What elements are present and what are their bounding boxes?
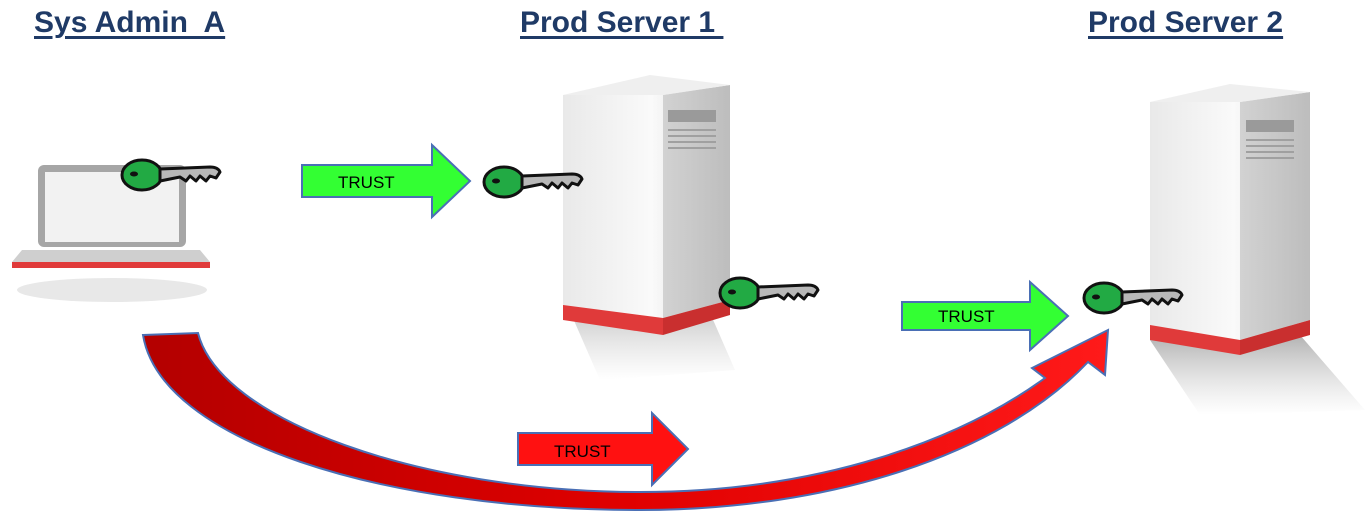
trust-arrow-admin-to-server1: TRUST bbox=[301, 142, 472, 220]
server-2-icon bbox=[1150, 84, 1365, 415]
trust-arrow-server1-to-server2: TRUST bbox=[901, 279, 1070, 353]
key-icon-server1-out bbox=[718, 276, 820, 310]
curved-trust-arrow bbox=[141, 328, 1110, 512]
prod-server-1-title: Prod Server 1 bbox=[520, 6, 724, 39]
trust-label-1: TRUST bbox=[338, 173, 395, 192]
laptop-icon bbox=[12, 165, 210, 302]
trust-label-2: TRUST bbox=[938, 307, 995, 326]
prod-server-2-title: Prod Server 2 bbox=[1088, 6, 1284, 39]
server-1-icon bbox=[563, 75, 735, 380]
trust-label-3: TRUST bbox=[554, 442, 611, 461]
sys-admin-title: Sys Admin A bbox=[34, 6, 226, 39]
trust-arrow-admin-to-server2: TRUST bbox=[517, 410, 690, 488]
